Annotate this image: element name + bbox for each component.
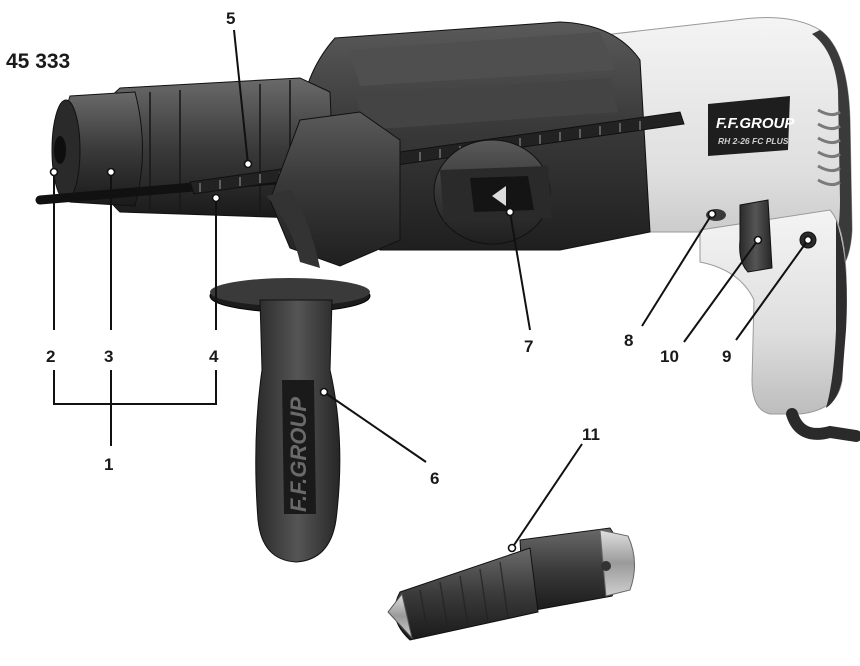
side-handle: F.F.GROUP — [209, 111, 401, 563]
mode-selector-knob — [433, 139, 552, 245]
pistol-grip — [699, 209, 860, 442]
callout-3: 3 — [104, 347, 113, 366]
callout-2: 2 — [46, 347, 55, 366]
callout-10: 10 — [660, 347, 679, 366]
vent-slots — [817, 108, 841, 187]
callout-8: 8 — [624, 331, 633, 350]
callout-4: 4 — [209, 347, 219, 366]
callout-5: 5 — [226, 9, 235, 28]
callout-leaders — [53, 29, 809, 549]
model-badge-text: RH 2-26 FC PLUS — [718, 136, 789, 146]
keyless-chuck-accessory — [387, 527, 635, 641]
callout-9: 9 — [722, 347, 731, 366]
callout-labels: 1 2 3 4 5 6 7 8 9 10 11 — [46, 9, 731, 488]
callout-7: 7 — [524, 337, 533, 356]
trigger-switch — [739, 199, 773, 273]
brand-logo-text: F.F.GROUP — [716, 115, 795, 132]
sds-chuck — [35, 77, 336, 219]
callout-6: 6 — [430, 469, 439, 488]
handle-brand-text: F.F.GROUP — [286, 397, 311, 512]
callout-1: 1 — [104, 455, 113, 474]
callout-11: 11 — [582, 425, 600, 444]
callout-dots — [49, 159, 813, 553]
model-number: 45 333 — [6, 50, 70, 73]
brand-badge: F.F.GROUP RH 2-26 FC PLUS — [708, 96, 795, 156]
